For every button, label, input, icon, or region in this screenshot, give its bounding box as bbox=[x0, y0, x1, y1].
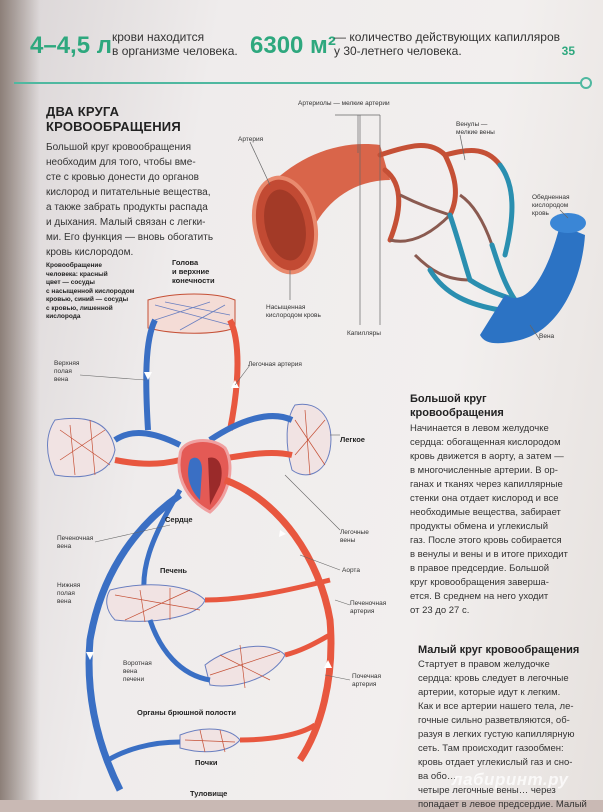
label-pulmonary-veins: Легочные вены bbox=[340, 529, 369, 544]
vein-ivc bbox=[85, 492, 183, 792]
head-capillary-bed bbox=[147, 293, 236, 334]
abdominal-capillary-bed bbox=[204, 644, 286, 689]
rule-dot bbox=[580, 77, 592, 89]
capillary-mesh bbox=[389, 193, 494, 282]
vein-tube bbox=[480, 225, 585, 344]
label-torso: Туловище bbox=[190, 789, 228, 798]
vein-svc bbox=[143, 318, 158, 431]
renal-vein bbox=[106, 739, 181, 763]
portal-vein bbox=[147, 619, 211, 683]
artery-to-head bbox=[227, 318, 241, 431]
label-depleted-blood: Обедненная кислородом кровь bbox=[532, 194, 570, 217]
label-saturated-blood: Насыщенная кислородом кровь bbox=[266, 304, 321, 319]
label-hepatic-vein: Печеночная вена bbox=[57, 535, 94, 550]
label-svc: Верхняя полая вена bbox=[54, 360, 80, 383]
aorta bbox=[223, 476, 335, 762]
label-renal-artery: Почечная артерия bbox=[352, 673, 382, 688]
venule-branches bbox=[427, 162, 518, 313]
big-circle-body: Начинается в левом желудочке сердца: обо… bbox=[410, 423, 568, 616]
stat-blood-volume-caption: крови находится в организме человека. bbox=[112, 30, 238, 58]
circulation-diagram bbox=[47, 293, 351, 792]
label-heart: Сердце bbox=[165, 515, 193, 524]
renal-artery bbox=[239, 722, 317, 743]
hepatic-artery bbox=[204, 577, 331, 603]
watermark-logo: лабиринт.ру bbox=[452, 770, 569, 789]
lung-right bbox=[286, 403, 332, 476]
label-arterioles: Артериолы — мелкие артерии bbox=[298, 100, 390, 107]
label-kidneys: Почки bbox=[195, 758, 218, 767]
vessel-illustration bbox=[249, 114, 586, 344]
label-portal-vein: Воротная вена печени bbox=[123, 660, 152, 683]
page-shadow bbox=[0, 0, 40, 800]
label-aorta: Аорта bbox=[342, 567, 360, 574]
page-title: ДВА КРУГА КРОВООБРАЩЕНИЯ bbox=[46, 104, 181, 134]
label-capillaries: Капилляры bbox=[347, 330, 381, 337]
label-ivc: Нижняя полая вена bbox=[57, 582, 81, 605]
label-artery: Артерия bbox=[238, 136, 264, 143]
label-head: Голова и верхние конечности bbox=[172, 258, 215, 285]
stat-capillaries: 6300 м² bbox=[250, 32, 336, 59]
label-pulmonary-artery: Легочная артерия bbox=[248, 361, 302, 368]
label-hepatic-artery: Печеночная артерия bbox=[350, 600, 387, 615]
label-vein: Вена bbox=[539, 333, 555, 340]
diagram-legend: Кровообращение человека: красный цвет — … bbox=[46, 262, 135, 320]
label-abdominal-organs: Органы брюшной полости bbox=[137, 708, 236, 717]
header-facts: 4–4,5 л крови находится в организме чело… bbox=[0, 28, 603, 76]
intro-text: Большой круг кровообращения необходим дл… bbox=[46, 142, 214, 258]
label-venules: Венулы — мелкие вены bbox=[456, 121, 495, 136]
label-lung: Легкое bbox=[340, 435, 365, 444]
lung-left bbox=[47, 417, 116, 478]
small-circle-title: Малый круг кровообращения bbox=[418, 644, 580, 656]
abdominal-artery bbox=[284, 632, 332, 658]
heart-icon bbox=[177, 439, 232, 514]
stat-capillaries-caption: — количество действующих капилляров у 30… bbox=[334, 30, 561, 58]
liver-capillary-bed bbox=[106, 584, 206, 623]
stat-blood-volume: 4–4,5 л bbox=[30, 32, 112, 59]
page-number: 35 bbox=[561, 44, 575, 58]
flow-arrows bbox=[86, 372, 332, 668]
pulmonary-artery-left bbox=[113, 430, 182, 448]
arteriole-branches bbox=[377, 143, 503, 243]
pulmonary-vein-left bbox=[114, 457, 181, 467]
vein-end bbox=[550, 213, 586, 233]
kidney-capillary-bed bbox=[179, 728, 241, 753]
pulmonary-artery-right bbox=[208, 413, 294, 443]
big-circle-title: Большой круг кровообращения bbox=[410, 393, 504, 419]
header-rule bbox=[14, 82, 589, 84]
label-liver: Печень bbox=[160, 566, 188, 575]
